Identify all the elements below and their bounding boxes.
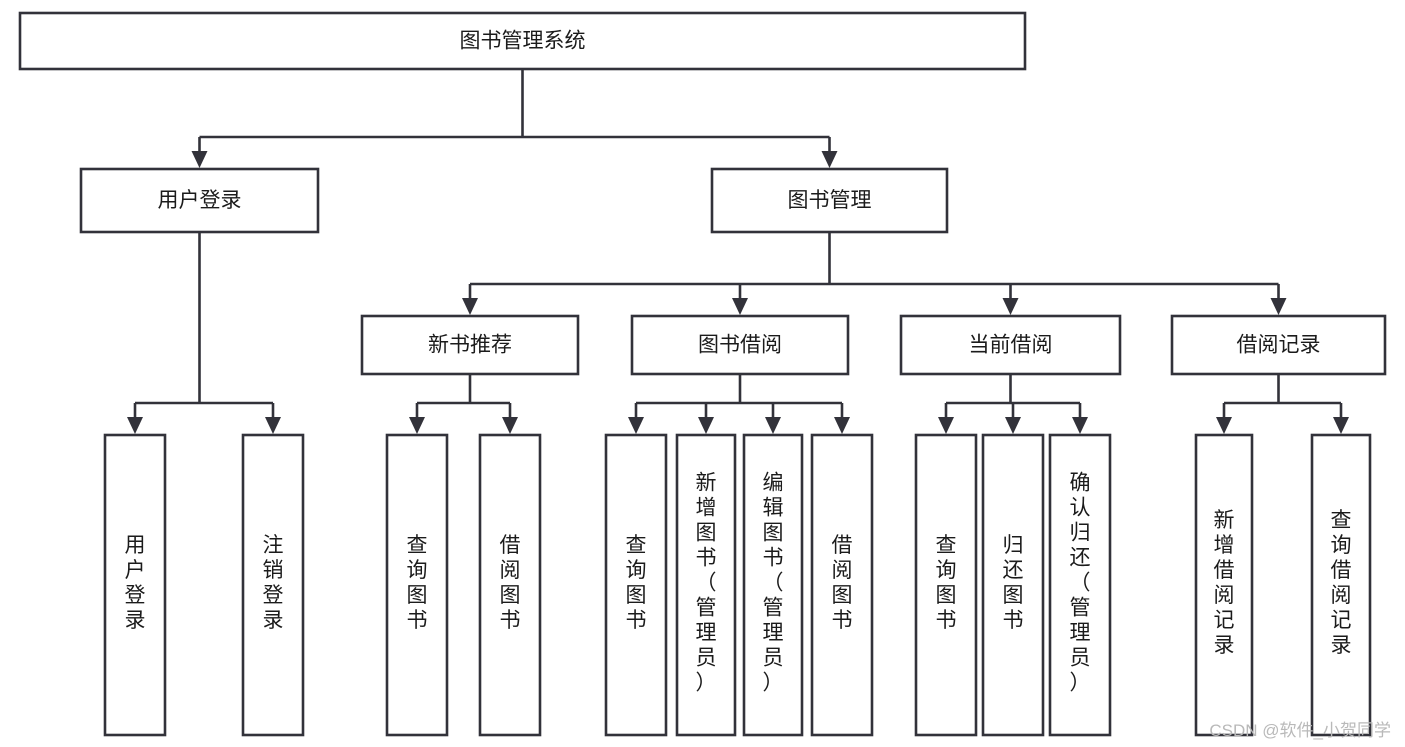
node-label: 确认归还（管理员） [1070, 472, 1091, 695]
node-label: 图书借阅 [698, 334, 782, 357]
node-user-login[interactable]: 用户登录 [79, 167, 320, 234]
node-box [1170, 314, 1387, 376]
node-current-borrow[interactable]: 当前借阅 [899, 314, 1122, 376]
node-label: 当前借阅 [969, 334, 1053, 357]
node-label: 新增图书（管理员） [696, 472, 717, 695]
node-leaf-br-add[interactable]: 新增借阅记录 [1194, 433, 1254, 737]
node-leaf-bb-edit[interactable]: 编辑图书（管理员） [742, 433, 804, 737]
node-box [1048, 433, 1112, 737]
connector-layer [127, 69, 1349, 434]
node-box [742, 433, 804, 737]
node-label: 查询图书 [407, 534, 428, 632]
node-label: 查询图书 [626, 534, 647, 632]
node-box [899, 314, 1122, 376]
node-box [79, 167, 320, 234]
node-box [981, 433, 1045, 737]
node-label: 用户登录 [125, 534, 146, 632]
node-label: 新增借阅记录 [1214, 509, 1235, 657]
node-leaf-rec-query[interactable]: 查询图书 [385, 433, 449, 737]
node-root[interactable]: 图书管理系统 [18, 11, 1027, 71]
node-label: 借阅图书 [500, 534, 521, 632]
node-leaf-bb-add[interactable]: 新增图书（管理员） [675, 433, 737, 737]
node-box [1194, 433, 1254, 737]
node-box [478, 433, 542, 737]
node-borrow-record[interactable]: 借阅记录 [1170, 314, 1387, 376]
node-box [675, 433, 737, 737]
node-label: 图书管理系统 [460, 30, 586, 53]
node-label: 编辑图书（管理员） [763, 472, 784, 695]
node-label: 注销登录 [263, 534, 284, 632]
node-leaf-user-logout[interactable]: 注销登录 [241, 433, 305, 737]
node-leaf-cb-return[interactable]: 归还图书 [981, 433, 1045, 737]
node-label: 用户登录 [158, 189, 242, 212]
node-leaf-rec-borrow[interactable]: 借阅图书 [478, 433, 542, 737]
node-leaf-bb-borrow[interactable]: 借阅图书 [810, 433, 874, 737]
node-leaf-br-query[interactable]: 查询借阅记录 [1310, 433, 1372, 737]
node-box [385, 433, 449, 737]
node-label: 借阅记录 [1237, 334, 1321, 357]
node-box [914, 433, 978, 737]
node-label: 查询图书 [936, 534, 957, 632]
node-leaf-cb-confirm[interactable]: 确认归还（管理员） [1048, 433, 1112, 737]
node-box [810, 433, 874, 737]
node-box [103, 433, 167, 737]
node-box [630, 314, 850, 376]
node-label: 归还图书 [1003, 534, 1024, 632]
node-layer: 图书管理系统用户登录图书管理新书推荐图书借阅当前借阅借阅记录用户登录注销登录查询… [18, 11, 1387, 737]
node-box [241, 433, 305, 737]
node-box [18, 11, 1027, 71]
node-book-manage[interactable]: 图书管理 [710, 167, 949, 234]
node-box [604, 433, 668, 737]
node-new-book-rec[interactable]: 新书推荐 [360, 314, 580, 376]
node-label: 图书管理 [788, 189, 872, 212]
node-book-borrow[interactable]: 图书借阅 [630, 314, 850, 376]
node-leaf-bb-query[interactable]: 查询图书 [604, 433, 668, 737]
node-leaf-cb-query[interactable]: 查询图书 [914, 433, 978, 737]
node-box [360, 314, 580, 376]
node-box [1310, 433, 1372, 737]
node-box [710, 167, 949, 234]
node-leaf-user-login[interactable]: 用户登录 [103, 433, 167, 737]
node-label: 新书推荐 [428, 334, 512, 357]
node-label: 借阅图书 [832, 534, 853, 632]
node-label: 查询借阅记录 [1331, 509, 1352, 657]
